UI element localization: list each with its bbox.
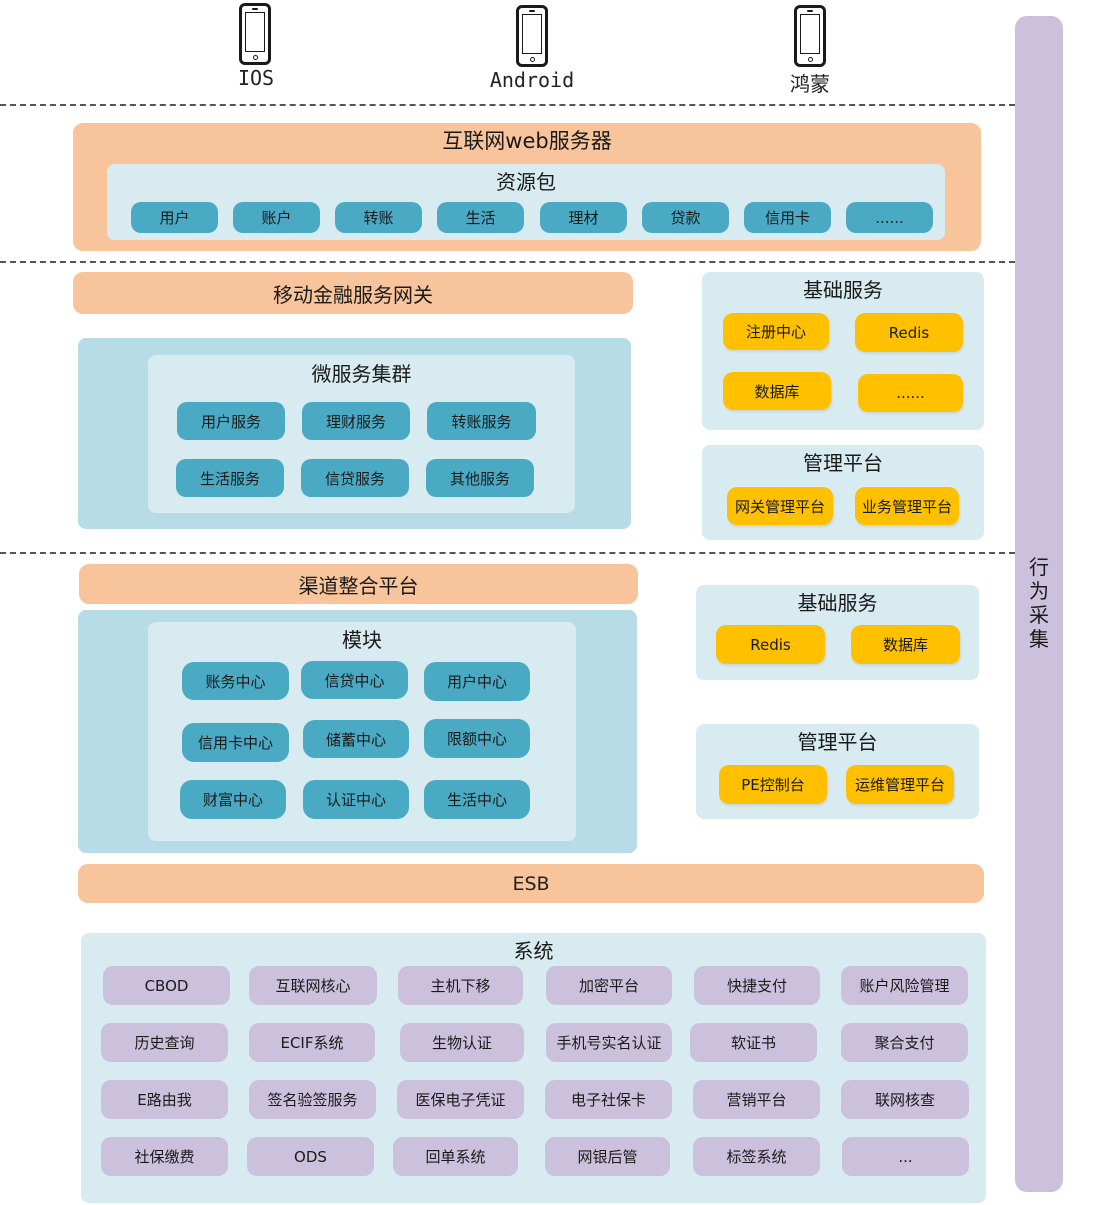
layer-divider <box>0 261 1015 263</box>
module-item: 用户中心 <box>424 662 530 701</box>
behavior-collection-bar <box>1015 16 1063 1192</box>
module-item: 储蓄中心 <box>303 720 409 758</box>
resource-item: 贷款 <box>642 202 729 233</box>
system-item: 历史查询 <box>101 1023 228 1062</box>
base-services-title-top: 基础服务 <box>803 277 883 302</box>
module-item: 认证中心 <box>303 780 409 819</box>
base-service-item: Redis <box>716 625 825 664</box>
channel-platform-title: 渠道整合平台 <box>79 564 638 604</box>
resource-item: 账户 <box>233 202 320 233</box>
phone-icon <box>516 5 548 67</box>
client-android-label: Android <box>489 68 575 92</box>
system-item: 联网核查 <box>841 1080 969 1119</box>
system-item: 加密平台 <box>546 966 672 1005</box>
side-char: 行 <box>1029 555 1049 579</box>
module-item: 账务中心 <box>182 662 289 700</box>
module-item: 信贷中心 <box>301 661 408 699</box>
system-item: ECIF系统 <box>249 1023 375 1062</box>
system-item: ODS <box>247 1137 374 1176</box>
systems-title: 系统 <box>513 938 554 963</box>
microservice-item: 转账服务 <box>427 402 536 440</box>
microservice-item: 信贷服务 <box>301 459 409 497</box>
microservice-item: 其他服务 <box>426 459 534 497</box>
system-item: 社保缴费 <box>101 1137 228 1176</box>
system-item: 网银后管 <box>545 1137 670 1176</box>
resource-item: 用户 <box>131 202 218 233</box>
base-service-item: ...... <box>858 374 963 412</box>
system-item: 签名验签服务 <box>249 1080 376 1119</box>
gateway-title: 移动金融服务网关 <box>73 272 633 314</box>
behavior-collection-label: 行 为 采 集 <box>1015 555 1063 651</box>
microservice-item: 理财服务 <box>302 402 410 440</box>
resource-item: 理材 <box>540 202 627 233</box>
system-item: 回单系统 <box>393 1137 518 1176</box>
microservice-item: 用户服务 <box>177 402 285 440</box>
system-item: 手机号实名认证 <box>546 1023 672 1062</box>
management-item: PE控制台 <box>719 765 827 804</box>
esb-bar: ESB <box>78 864 984 903</box>
base-service-item: Redis <box>855 313 963 352</box>
system-item: 营销平台 <box>693 1080 820 1119</box>
system-item: CBOD <box>103 966 230 1005</box>
system-item: 主机下移 <box>398 966 523 1005</box>
system-item: ... <box>842 1137 969 1176</box>
management-title-top: 管理平台 <box>803 450 883 475</box>
resource-pack-title: 资源包 <box>496 169 556 194</box>
management-item: 网关管理平台 <box>727 487 833 525</box>
system-item: 标签系统 <box>693 1137 820 1176</box>
system-item: E路由我 <box>101 1080 228 1119</box>
web-server-title: 互联网web服务器 <box>442 129 612 153</box>
client-harmony-label: 鸿蒙 <box>790 72 830 96</box>
base-service-item: 数据库 <box>851 625 960 664</box>
side-char: 为 <box>1029 579 1049 603</box>
base-service-item: 数据库 <box>723 372 831 410</box>
resource-item: 转账 <box>335 202 422 233</box>
system-item: 互联网核心 <box>249 966 377 1005</box>
management-title-bottom: 管理平台 <box>797 729 878 754</box>
module-item: 信用卡中心 <box>182 723 289 762</box>
phone-icon <box>239 3 271 65</box>
management-item: 业务管理平台 <box>855 487 959 525</box>
side-char: 集 <box>1029 627 1049 651</box>
system-item: 快捷支付 <box>694 966 820 1005</box>
resource-item: 生活 <box>437 202 524 233</box>
phone-icon <box>794 5 826 67</box>
layer-divider <box>0 104 1015 106</box>
side-char: 采 <box>1029 603 1049 627</box>
microservice-title: 微服务集群 <box>311 361 412 386</box>
client-ios-label: IOS <box>237 66 275 90</box>
base-service-item: 注册中心 <box>723 313 829 350</box>
system-item: 生物认证 <box>400 1023 524 1062</box>
system-item: 医保电子凭证 <box>397 1080 524 1119</box>
module-item: 生活中心 <box>424 780 530 819</box>
system-item: 电子社保卡 <box>545 1080 672 1119</box>
system-item: 账户风险管理 <box>841 966 968 1005</box>
systems-panel <box>81 933 986 1203</box>
module-item: 限额中心 <box>424 719 530 758</box>
resource-item: 信用卡 <box>744 202 831 233</box>
resource-item: ...... <box>846 202 933 233</box>
microservice-item: 生活服务 <box>176 459 284 497</box>
layer-divider <box>0 552 1015 554</box>
system-item: 软证书 <box>690 1023 817 1062</box>
management-item: 运维管理平台 <box>846 765 954 804</box>
system-item: 聚合支付 <box>841 1023 968 1062</box>
module-title: 模块 <box>342 627 382 652</box>
module-item: 财富中心 <box>180 780 286 819</box>
base-services-title-bottom: 基础服务 <box>797 590 878 615</box>
